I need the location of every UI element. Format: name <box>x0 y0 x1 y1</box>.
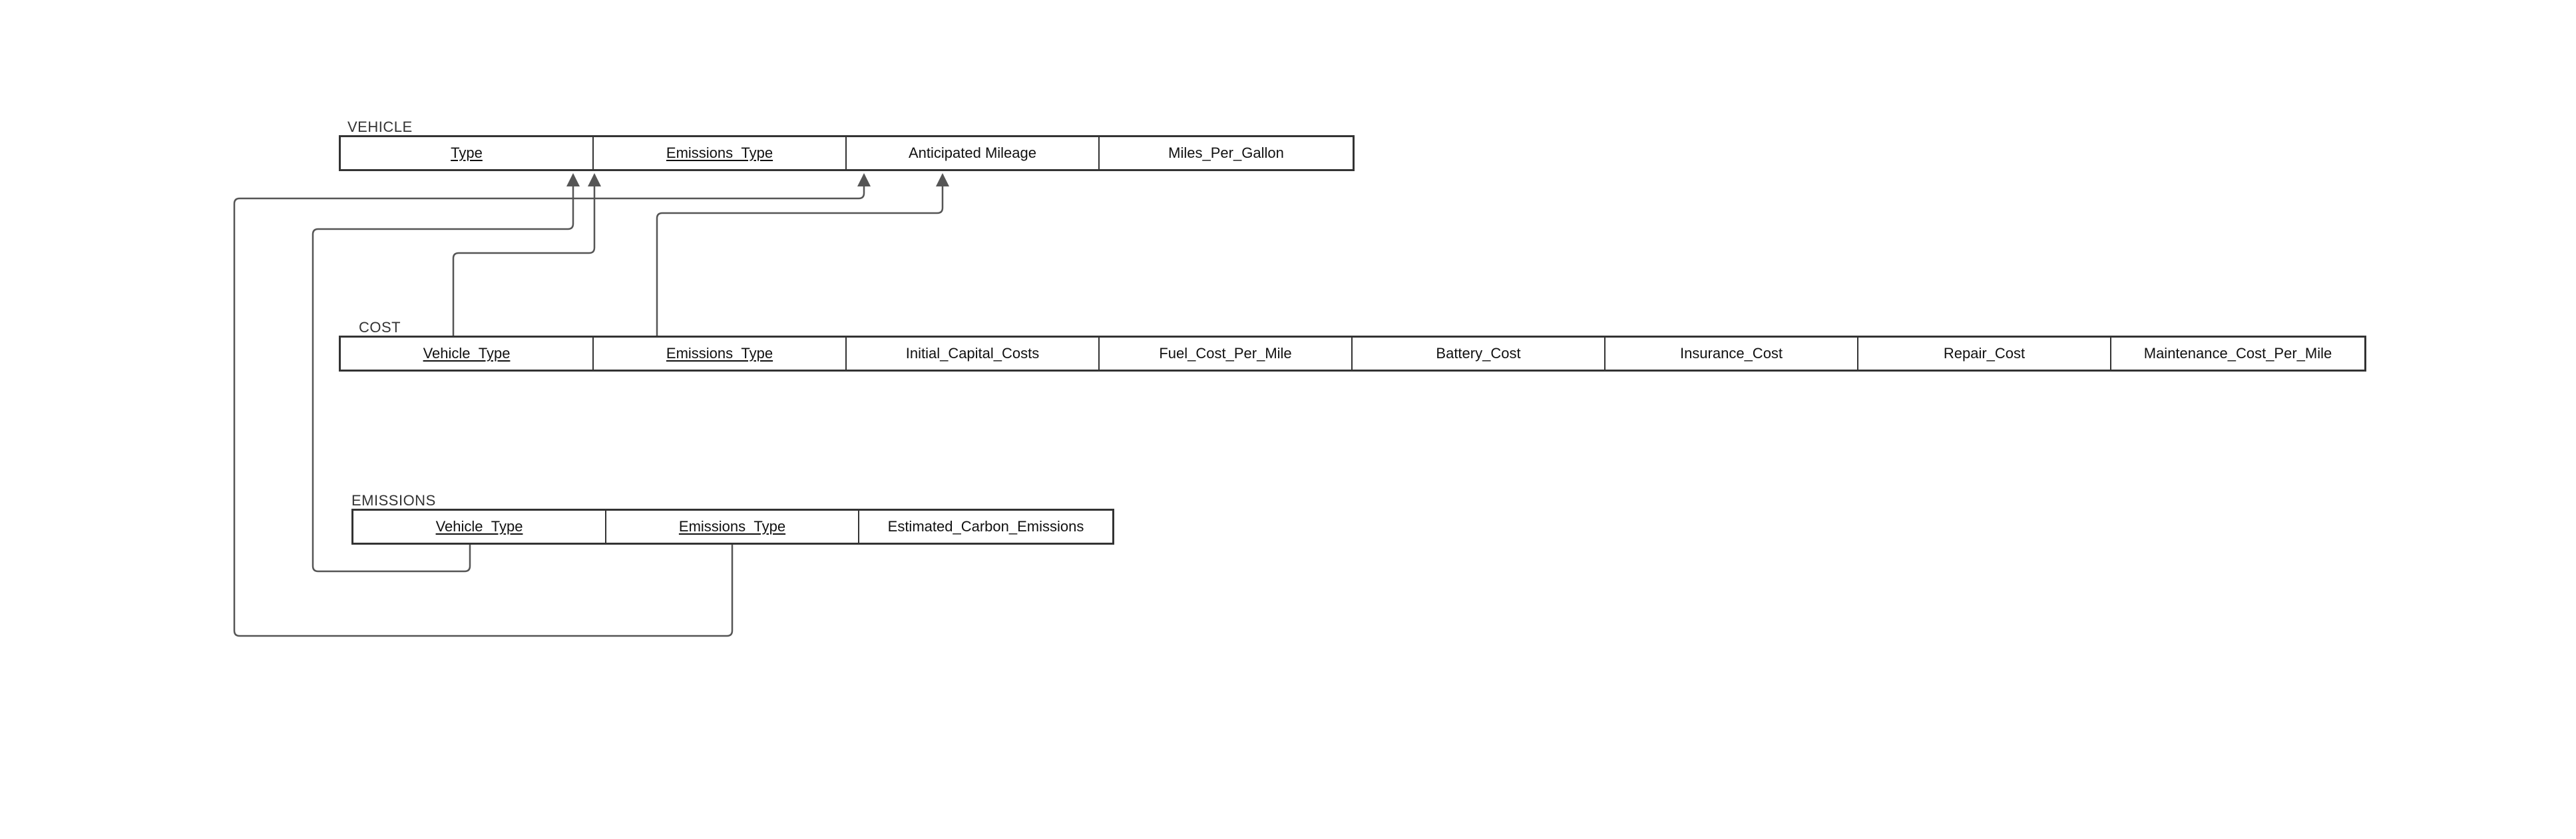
cost-column-battery-cost[interactable]: Battery_Cost <box>1353 338 1606 370</box>
cost-column-fuel-cost-per-mile[interactable]: Fuel_Cost_Per_Mile <box>1100 338 1353 370</box>
vehicle-column-miles-per-gallon[interactable]: Miles_Per_Gallon <box>1168 144 1284 161</box>
cost-column-vehicle-type[interactable]: Vehicle_Type <box>341 338 594 370</box>
vehicle-column-type[interactable]: Type <box>341 137 594 169</box>
vehicle-table[interactable]: Type Emissions_Type Anticipated Mileage … <box>339 135 1355 171</box>
emissions-column-vehicle-type[interactable]: Vehicle_Type <box>353 511 606 543</box>
vehicle-column-emissions-type[interactable]: Emissions_Type <box>594 137 847 169</box>
vehicle-column-anticipated-mileage[interactable]: Anticipated Mileage <box>847 137 1100 169</box>
vehicle-table-title: VEHICLE <box>347 119 413 135</box>
cost-table-title: COST <box>359 319 401 336</box>
emissions-column-estimated-carbon-emissions[interactable]: Estimated_Carbon_Emissions <box>887 518 1084 535</box>
cost-column-emissions-type[interactable]: Emissions_Type <box>594 338 847 370</box>
cost-column-initial-capital-costs[interactable]: Initial_Capital_Costs <box>847 338 1100 370</box>
emissions-table[interactable]: Vehicle_Type Emissions_Type Estimated_Ca… <box>351 509 1114 545</box>
cost-column-repair-cost[interactable]: Repair_Cost <box>1858 338 2111 370</box>
relationship-line-emissions-vehicle-type[interactable] <box>312 173 580 573</box>
cost-table[interactable]: Vehicle_Type Emissions_Type Initial_Capi… <box>339 336 2366 372</box>
cost-column-maintenance-cost-per-mile[interactable]: Maintenance_Cost_Per_Mile <box>2143 345 2332 362</box>
cost-column-insurance-cost[interactable]: Insurance_Cost <box>1606 338 1858 370</box>
emissions-column-emissions-type[interactable]: Emissions_Type <box>606 511 859 543</box>
relationship-line-emissions-emissions-type[interactable] <box>233 173 871 637</box>
emissions-table-title: EMISSIONS <box>351 492 436 509</box>
relationship-line-cost-emissions-type[interactable] <box>656 173 949 336</box>
relationship-line-cost-vehicle-type[interactable] <box>452 173 601 336</box>
